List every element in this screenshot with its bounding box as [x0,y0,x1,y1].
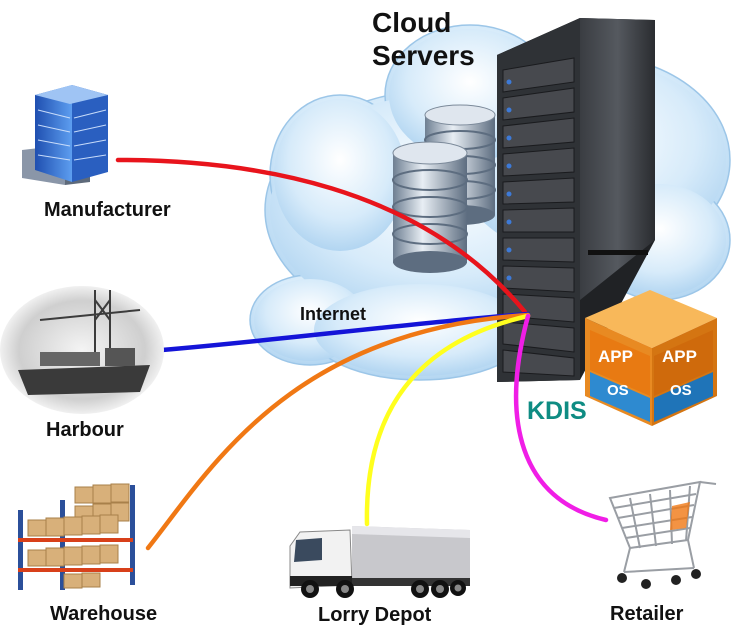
app-os-box-icon: APP APP OS OS [585,290,717,426]
database-icon [392,104,496,273]
warehouse-shelves-icon [18,483,135,590]
shopping-cart-icon [608,480,717,589]
retailer-link [513,313,609,523]
warehouse-link [145,312,531,551]
cloud-servers-title: Cloud Servers [372,6,475,72]
os-label-left: OS [607,382,629,399]
cloud-title-line1: Cloud [372,7,452,38]
harbour-label: Harbour [46,419,124,441]
warehouse-label: Warehouse [50,603,158,625]
lorry-depot-label: Lorry Depot [318,604,432,626]
connection-lines [115,157,609,551]
retailer-label: Retailer [610,603,684,625]
os-label-right: OS [670,382,692,399]
lorry-icon [289,526,470,598]
manufacturer-building-icon [22,85,108,185]
manufacturer-link [115,157,528,315]
internet-label: Internet [300,304,367,324]
manufacturer-label: Manufacturer [44,199,171,221]
lorry-link [364,313,531,527]
app-label-right: APP [662,347,697,366]
harbour-icon [0,286,164,414]
cloud-title-line2: Servers [372,40,475,71]
kdis-label: KDIS [527,397,587,425]
app-label-left: APP [598,347,633,366]
server-rack-icon [497,18,655,382]
